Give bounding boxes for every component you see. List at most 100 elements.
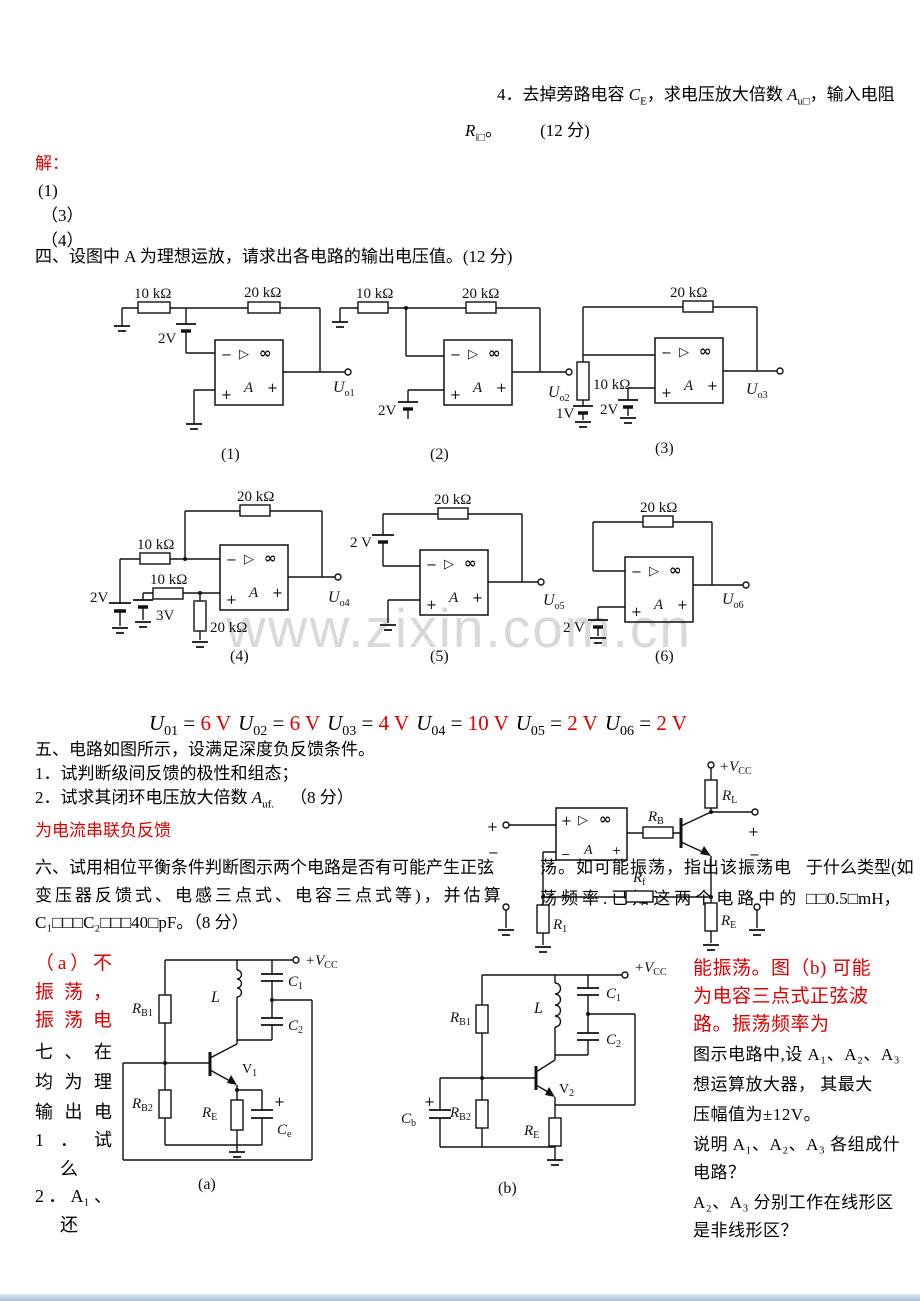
- right-col-line-4: 说明 A₁、A₂、A₃ 各组成什: [693, 1135, 901, 1154]
- left-col-line-7: 还: [60, 1215, 78, 1235]
- s5-r1-label: R1: [552, 917, 567, 935]
- s5-output-plus: +: [748, 825, 759, 840]
- oa-vcc-label: +VCC: [305, 953, 338, 971]
- ob-cb-plus: +: [424, 1095, 435, 1110]
- c2-voltage-label: 2V: [378, 403, 397, 419]
- answer-u04: U04 = 10 V: [416, 711, 509, 740]
- section-6-line-3: C₁□□□C₂□□□40□pF。（8 分）: [35, 913, 249, 932]
- answer-u02: U02 = 6 V: [238, 711, 321, 740]
- right-col-line-1: 图示电路中,设 A₁、A₂、A₃: [693, 1045, 901, 1064]
- oa-c2-label: C2: [288, 1018, 303, 1036]
- right-col-line-2: 想运算放大器， 其最大: [693, 1075, 873, 1094]
- solution-label: 解：: [35, 154, 69, 173]
- left-col-red-3: 振荡电: [35, 1010, 112, 1031]
- s5-opamp-plus-out: +: [612, 844, 621, 857]
- c1-rf-label: 20 kΩ: [244, 285, 281, 301]
- oa-c1-label: C1: [288, 974, 303, 992]
- c5-opamp-minus: −: [426, 558, 437, 573]
- question-4-line1: 4．去掉旁路电容 CE，求电压放大倍数 Au□，输入电阻: [497, 85, 895, 108]
- section-5-circuit: + − + ▷ ∞ A − + RB RL +VCC + − Rf R1 RE: [487, 759, 765, 953]
- left-col-red-2: 振荡，: [35, 982, 112, 1003]
- circuit-3: 20 kΩ 10 kΩ 1V 2V − ▷ ∞ A + + Uo3 (3): [556, 285, 784, 457]
- right-col-line-3: 压幅值为±12V。: [693, 1105, 822, 1124]
- s5-input-plus: +: [487, 820, 498, 835]
- c1-opamp-infinity-icon: ∞: [259, 344, 272, 362]
- answer-u03: U03 = 4 V: [327, 711, 410, 740]
- c2-opamp-minus: −: [450, 348, 461, 363]
- c3-v2-label: 2V: [600, 402, 619, 418]
- answer-u05: U05 = 2 V: [515, 711, 598, 740]
- section-6-overlap-1: 荡。如可能振荡，指出该振荡电: [540, 858, 792, 877]
- section-6-heading: 六、试用相位平衡条件判断图示两个电路是否有可能产生正弦: [35, 858, 494, 877]
- c1-rin-label: 10 kΩ: [134, 286, 171, 302]
- section-5-answer: 为电流串联负反馈: [35, 821, 171, 840]
- question-4-line2: Ri□。(12 分): [465, 121, 590, 144]
- c5-voltage-label: 2 V: [350, 535, 372, 551]
- ob-v2-label: V2: [559, 1082, 574, 1099]
- inductor-coil: [554, 982, 562, 1028]
- c3-caption: (3): [655, 440, 674, 457]
- c1-opamp-triangle-icon: ▷: [239, 347, 249, 362]
- solution-item-1: (1): [38, 181, 58, 200]
- c5-rf-label: 20 kΩ: [434, 492, 471, 508]
- ob-rb1-label: RB1: [449, 1010, 471, 1028]
- c3-rin-label: 10 kΩ: [593, 377, 630, 393]
- right-col-line-5: 电路？: [693, 1163, 746, 1182]
- left-col-line-4: 1．试: [35, 1130, 112, 1150]
- c6-opamp-triangle-icon: ▷: [649, 564, 659, 579]
- oscillator-b: +VCC RB1 RB2 L C1 C2 V2 RE + Cb (b): [401, 960, 667, 1197]
- c5-opamp-infinity-icon: ∞: [464, 554, 477, 572]
- oa-rb1-label: RB1: [131, 1001, 153, 1019]
- c3-opamp-triangle-icon: ▷: [679, 345, 689, 360]
- c2-opamp-plus-in: +: [450, 388, 461, 403]
- section-6-line-2: 变压器反馈式、电感三点式、电容三点式等)，并估算: [35, 886, 504, 905]
- s5-vcc-label: +VCC: [719, 759, 752, 777]
- s5-opamp-triangle-icon: ▷: [578, 813, 588, 828]
- c3-opamp-gain: A: [683, 378, 694, 394]
- oa-rb2-label: RB2: [131, 1096, 153, 1114]
- solution-item-4: （4）: [41, 231, 84, 250]
- c4-rf-label: 20 kΩ: [237, 489, 274, 505]
- right-col-red-1: 能振荡。图（b) 可能: [693, 958, 872, 979]
- c1-opamp-gain: A: [243, 380, 254, 396]
- c2-rin-label: 10 kΩ: [356, 286, 393, 302]
- c6-output-label: Uo6: [722, 591, 744, 611]
- c4-rin1-label: 10 kΩ: [137, 537, 174, 553]
- s5-re-label: RE: [720, 913, 736, 931]
- right-col-red-3: 路。振荡频率为: [693, 1014, 830, 1035]
- s5-opamp-infinity-icon: ∞: [599, 810, 612, 828]
- c1-output-label: Uo1: [333, 379, 355, 399]
- c3-opamp-plus-out: +: [707, 379, 718, 394]
- c5-opamp-triangle-icon: ▷: [444, 557, 454, 572]
- left-col-line-5: 么: [60, 1159, 78, 1179]
- left-col-line-3: 输出电: [35, 1102, 112, 1122]
- ob-caption: (b): [498, 1180, 517, 1197]
- ob-vcc-label: +VCC: [634, 960, 667, 978]
- right-col-line-7: 是非线形区？: [693, 1221, 798, 1240]
- c1-opamp-minus: −: [221, 348, 232, 363]
- c4-opamp-triangle-icon: ▷: [244, 552, 254, 567]
- c4-v1-label: 2V: [90, 590, 109, 606]
- c2-caption: (2): [430, 446, 449, 463]
- c3-opamp-plus-in: +: [661, 386, 672, 401]
- ob-re-label: RE: [523, 1123, 539, 1141]
- inductor-coil: [236, 969, 243, 998]
- oa-caption: (a): [198, 1176, 216, 1193]
- c3-v1-label: 1V: [556, 406, 575, 422]
- c1-opamp-plus-in: +: [221, 388, 232, 403]
- answer-u01: U01 = 6 V: [149, 711, 232, 740]
- oscillator-a: +VCC RB1 RB2 L C1 C2 V1 RE + Ce (a): [122, 953, 338, 1193]
- section-5-item-1: 1．试判断级间反馈的极性和组态；: [35, 764, 299, 783]
- oa-ce-plus: +: [274, 1095, 285, 1110]
- section-5-heading: 五、电路如图所示，设满足深度负反馈条件。: [35, 740, 375, 759]
- c2-output-label: Uo2: [548, 384, 570, 404]
- c3-output-label: Uo3: [746, 381, 768, 401]
- c1-opamp-plus-out: +: [267, 381, 278, 396]
- left-col-line-6: 2．A₁、: [35, 1186, 112, 1206]
- section-5-item-2: 2．试求其闭环电压放大倍数 Auf.（8 分）: [35, 788, 354, 811]
- s5-opamp-plus: +: [561, 814, 572, 829]
- section-6-overlap-2b: □□0.5□mH，: [806, 889, 901, 908]
- ob-c1-label: C1: [606, 986, 621, 1004]
